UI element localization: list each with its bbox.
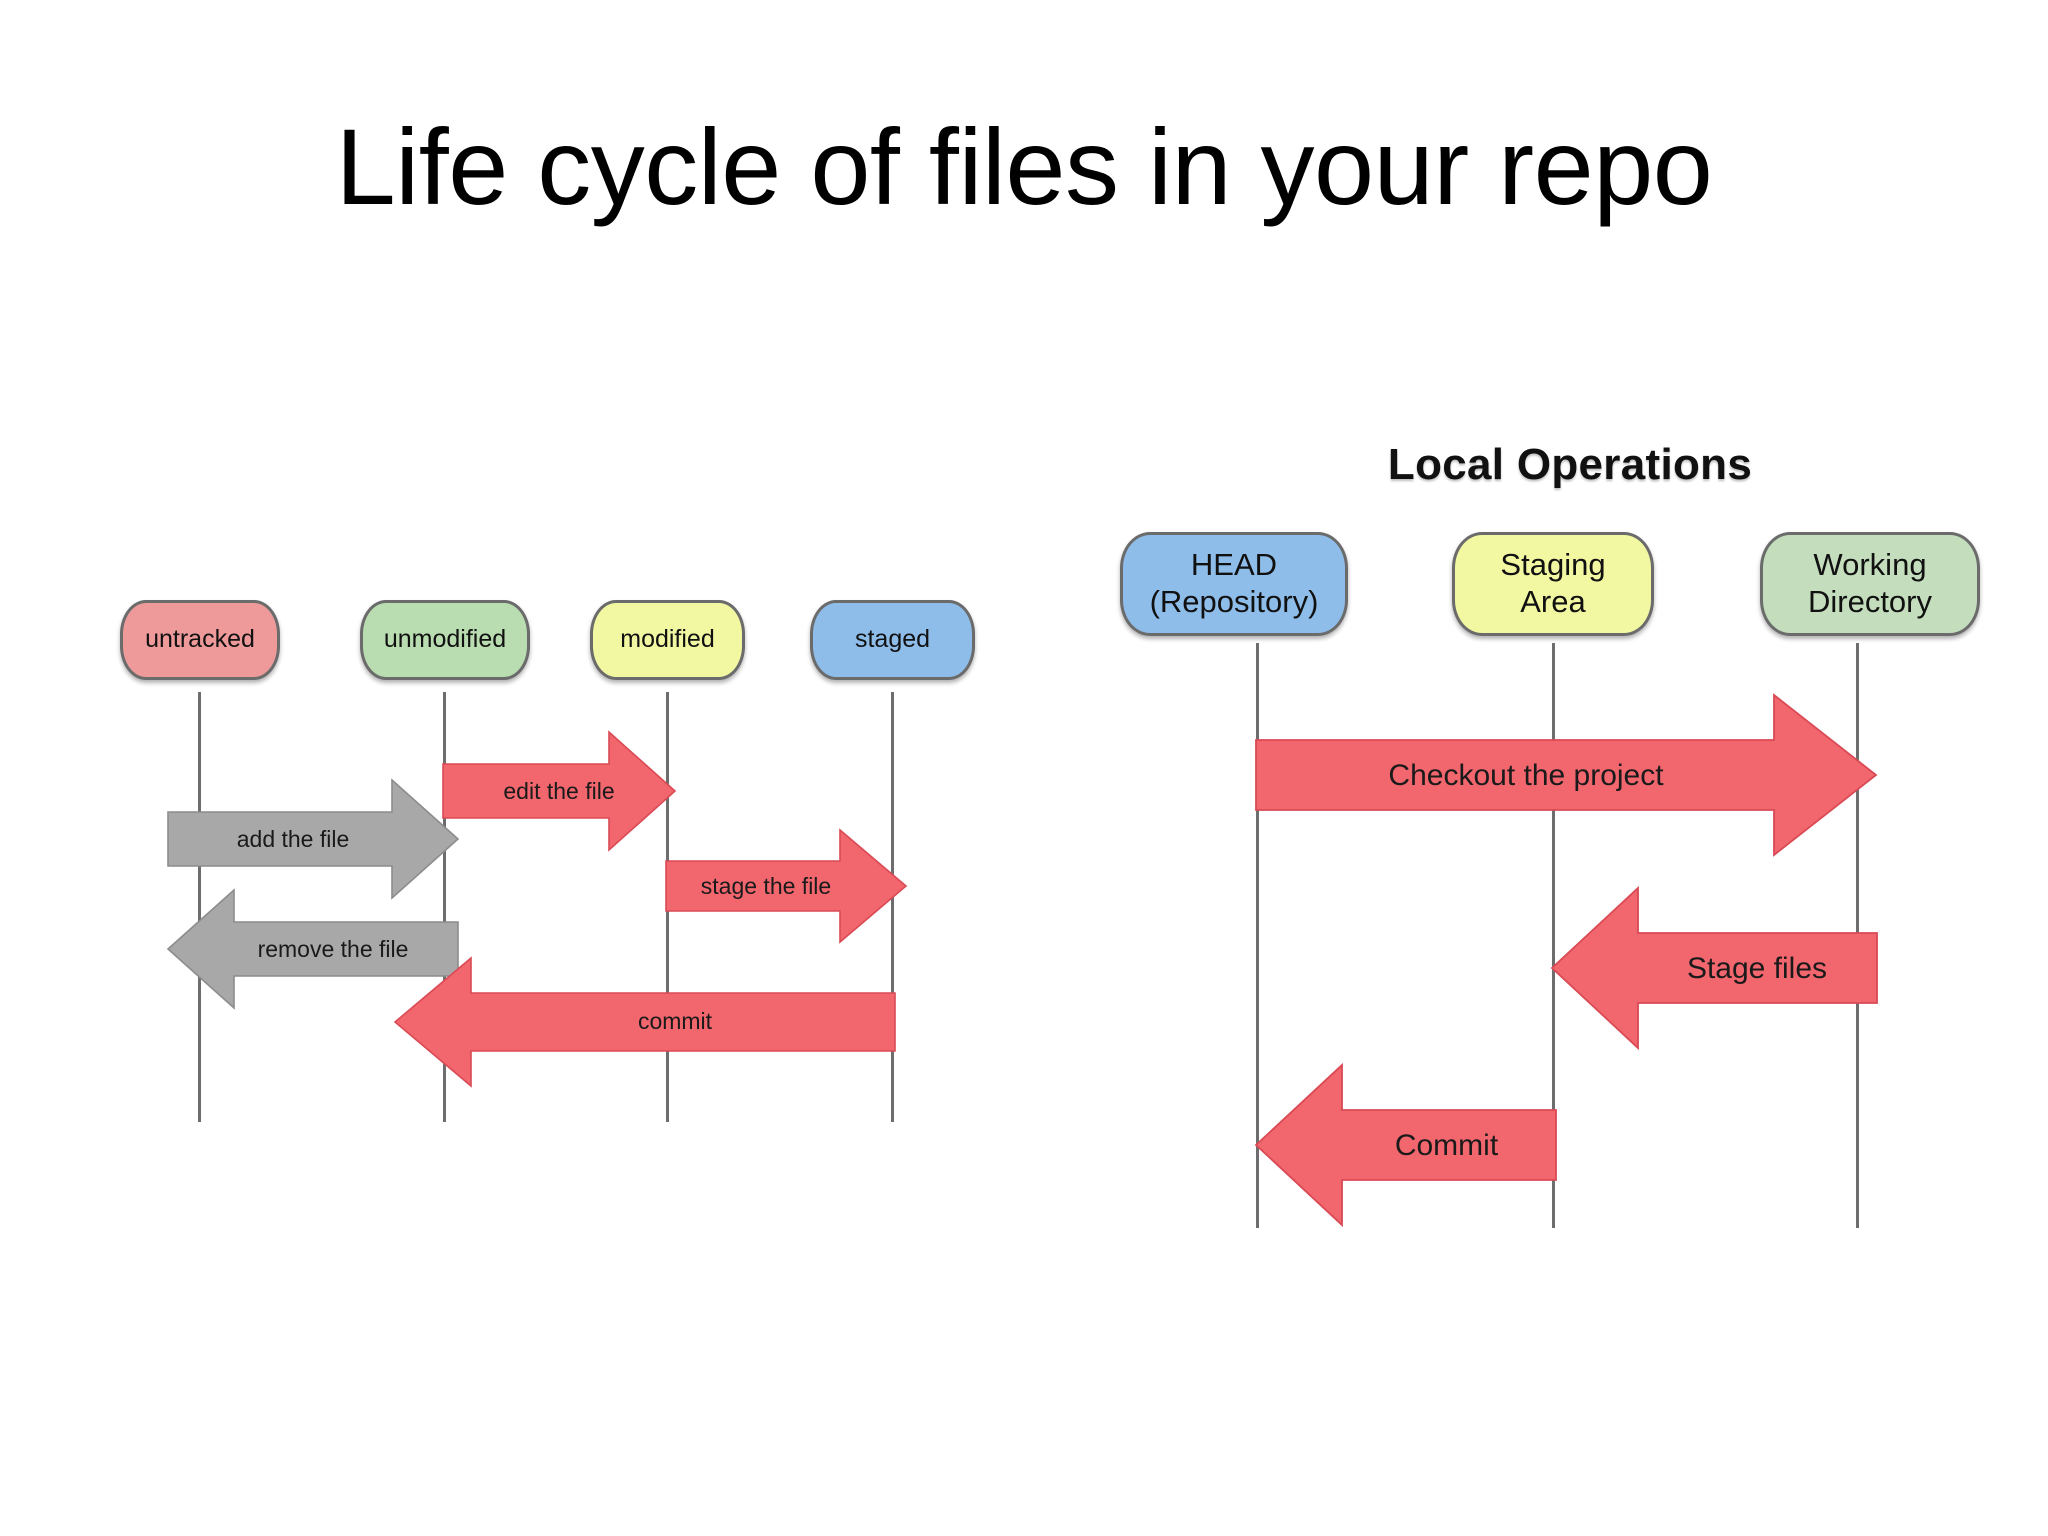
state-label-staged: staged: [854, 625, 931, 654]
state-box-staged: staged: [810, 600, 975, 680]
arrow-stage-the-file: stage the file: [665, 828, 908, 944]
arrow-commit: commit: [393, 956, 896, 1088]
arrow-commit-operation: Commit: [1254, 1062, 1557, 1228]
arrow-add-the-file: add the file: [167, 778, 460, 900]
actor-label-working-line1: Working: [1813, 547, 1927, 583]
state-box-modified: modified: [590, 600, 745, 680]
state-label-modified: modified: [620, 625, 715, 654]
lifeline-staging-area: [1552, 643, 1555, 1228]
local-operations-diagram: Local Operations HEAD (Repository) Stagi…: [1120, 440, 2020, 1260]
actor-label-staging-line2: Area: [1520, 584, 1586, 619]
actor-label-head-line2: (Repository): [1149, 584, 1319, 619]
lifeline-head: [1256, 643, 1259, 1228]
actor-label-head-line1: HEAD: [1190, 547, 1278, 583]
file-lifecycle-diagram: untracked unmodified modified staged edi…: [120, 600, 1080, 1160]
actor-label-working-line2: Directory: [1807, 584, 1932, 619]
actor-label-staging-line1: Staging: [1500, 547, 1606, 583]
lifeline-untracked: [198, 692, 201, 1122]
actor-box-working-directory: Working Directory: [1760, 532, 1980, 636]
lifeline-staged: [891, 692, 894, 1122]
arrow-edit-the-file: edit the file: [442, 730, 677, 852]
actor-box-staging-area: Staging Area: [1452, 532, 1654, 636]
section-heading-local-operations: Local Operations: [1387, 440, 1753, 489]
page-title: Life cycle of files in your repo: [335, 106, 1713, 227]
state-box-untracked: untracked: [120, 600, 280, 680]
state-label-unmodified: unmodified: [383, 625, 507, 654]
arrow-stage-files: Stage files: [1550, 885, 1878, 1051]
lifeline-unmodified: [443, 692, 446, 1122]
actor-box-head: HEAD (Repository): [1120, 532, 1348, 636]
arrow-checkout-the-project: Checkout the project: [1255, 693, 1878, 857]
state-label-untracked: untracked: [145, 625, 255, 654]
state-box-unmodified: unmodified: [360, 600, 530, 680]
